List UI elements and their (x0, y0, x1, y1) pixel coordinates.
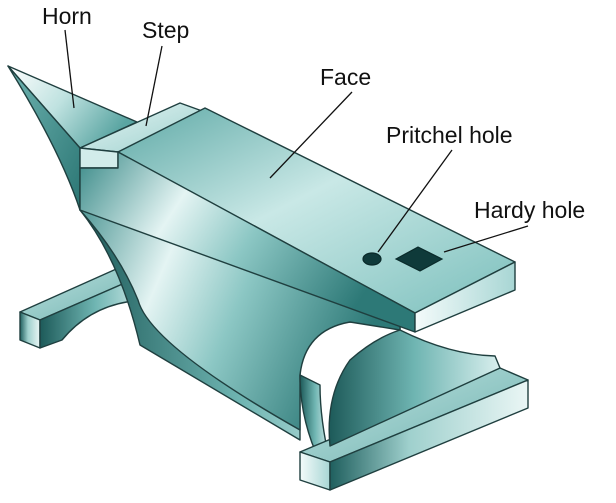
hardy-hole-mark (394, 246, 444, 272)
label-pritchel-hole: Pritchel hole (386, 122, 513, 148)
horn-leader (64, 29, 75, 109)
pritchel-leader (377, 149, 453, 253)
label-face: Face (320, 64, 371, 90)
holes (362, 246, 444, 272)
labels: Horn Step Face Pritchel hole Hardy hole (42, 3, 585, 223)
label-horn: Horn (42, 3, 92, 29)
label-hardy-hole: Hardy hole (474, 197, 585, 223)
pritchel-hole-mark (362, 252, 382, 266)
front-foot (299, 329, 529, 491)
hardy-leader (443, 225, 529, 253)
back-foot (19, 261, 151, 349)
face-leader (269, 91, 353, 179)
leader-lines (64, 29, 529, 253)
label-step: Step (142, 17, 189, 43)
step-leader (145, 45, 163, 127)
